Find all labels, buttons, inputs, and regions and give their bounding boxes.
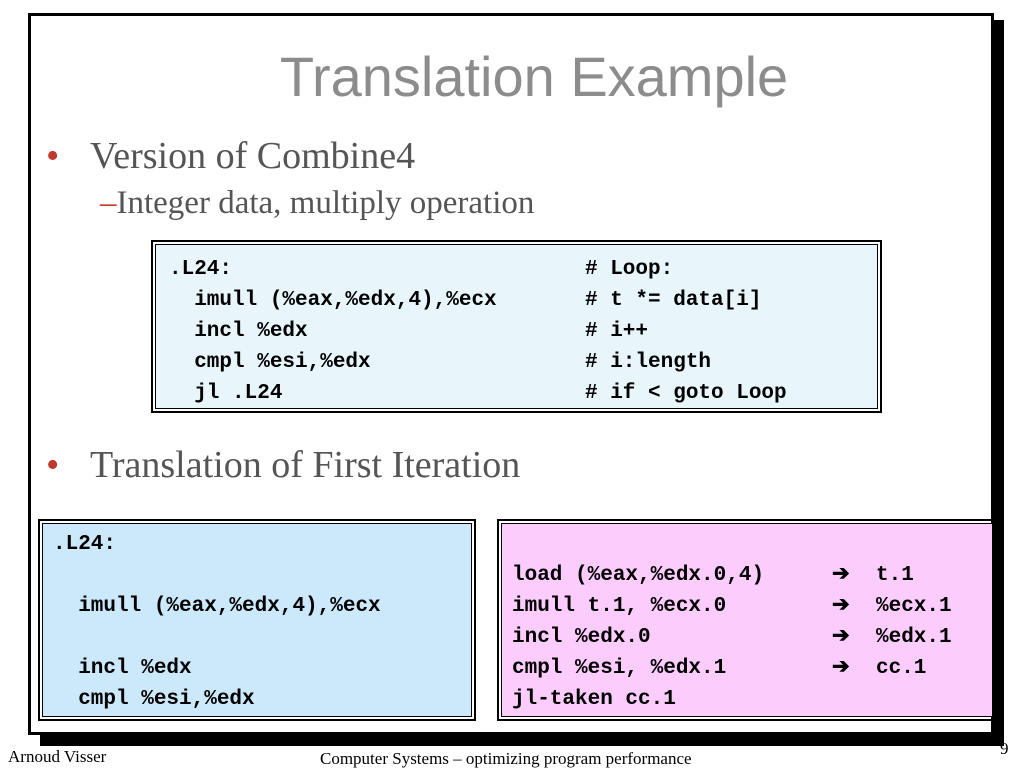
- code-instruction: .L24:: [169, 258, 233, 281]
- translation-line: [512, 529, 992, 560]
- original-code-box: .L24: imull (%eax,%edx,4),%ecx incl %edx…: [38, 519, 476, 721]
- code-comment: # t *= data[i]: [585, 289, 762, 312]
- sub-bullet-text: Integer data, multiply operation: [116, 185, 535, 221]
- code-instruction: cmpl %esi,%edx: [169, 351, 371, 374]
- translation-line: jl-taken cc.1: [512, 684, 992, 715]
- translated-code-box: load (%eax,%edx.0,4) ➔ t.1 imull t.1, %ecx.…: [497, 519, 997, 721]
- page-number: 9: [1000, 739, 1009, 758]
- translation-line: imull t.1, %ecx.0 ➔ %ecx.1: [512, 591, 992, 622]
- code-comment: # i++: [585, 320, 649, 343]
- code-line: jl .L24 # if < goto Loop: [169, 378, 877, 409]
- code-line: .L24:: [53, 533, 117, 556]
- bullet-dot-icon: •: [46, 444, 60, 486]
- code-comment: # Loop:: [585, 258, 674, 281]
- result-tag: cc.1: [876, 657, 927, 680]
- code-line: [53, 560, 471, 591]
- code-comment: # i:length: [585, 351, 712, 374]
- code-line: imull (%eax,%edx,4),%ecx # t *= data[i]: [169, 285, 877, 316]
- code-instruction: incl %edx: [169, 320, 308, 343]
- right-arrow-icon: ➔: [832, 595, 850, 618]
- code-line: cmpl %esi,%edx: [53, 688, 255, 711]
- translation-line: cmpl %esi, %edx.1 ➔ cc.1: [512, 653, 992, 684]
- code-line: .L24: # Loop:: [169, 254, 877, 285]
- operation: imull t.1, %ecx.0: [512, 595, 727, 618]
- slide-title: Translation Example: [279, 45, 789, 108]
- code-line: jl .L24: [53, 715, 471, 716]
- code-line: incl %edx: [53, 657, 192, 680]
- dash-icon: –: [100, 185, 117, 221]
- code-line: imull (%eax,%edx,4),%ecx: [53, 595, 381, 618]
- right-arrow-icon: ➔: [832, 657, 850, 680]
- code-line: [53, 622, 471, 653]
- translation-line: incl %edx.0 ➔ %edx.1: [512, 622, 992, 653]
- footer-author: Arnoud Visser: [8, 747, 107, 766]
- bullet-text: Version of Combine4: [90, 135, 416, 177]
- operation: jl-taken cc.1: [512, 688, 676, 711]
- code-instruction: imull (%eax,%edx,4),%ecx: [169, 289, 497, 312]
- bullet-translation: • Translation of First Iteration: [46, 443, 521, 487]
- operation: load (%eax,%edx.0,4): [512, 564, 765, 587]
- right-arrow-icon: ➔: [832, 626, 850, 649]
- code-comment: # if < goto Loop: [585, 382, 787, 405]
- loop-code-box: .L24: # Loop: imull (%eax,%edx,4),%ecx # t…: [151, 240, 882, 413]
- translation-line: load (%eax,%edx.0,4) ➔ t.1: [512, 560, 992, 591]
- operation: incl %edx.0: [512, 626, 651, 649]
- bullet-dot-icon: •: [46, 135, 60, 177]
- bullet-text: Translation of First Iteration: [90, 444, 521, 486]
- code-instruction: jl .L24: [169, 382, 283, 405]
- code-line: incl %edx # i++: [169, 316, 877, 347]
- operation: cmpl %esi, %edx.1: [512, 657, 727, 680]
- right-arrow-icon: ➔: [832, 564, 850, 587]
- bullet-version: • Version of Combine4: [46, 134, 416, 178]
- result-tag: t.1: [876, 564, 914, 587]
- sub-bullet: –Integer data, multiply operation: [100, 185, 534, 222]
- result-tag: %edx.1: [876, 626, 952, 649]
- result-tag: %ecx.1: [876, 595, 952, 618]
- code-line: cmpl %esi,%edx # i:length: [169, 347, 877, 378]
- footer-course: Computer Systems – optimizing program pe…: [320, 749, 692, 768]
